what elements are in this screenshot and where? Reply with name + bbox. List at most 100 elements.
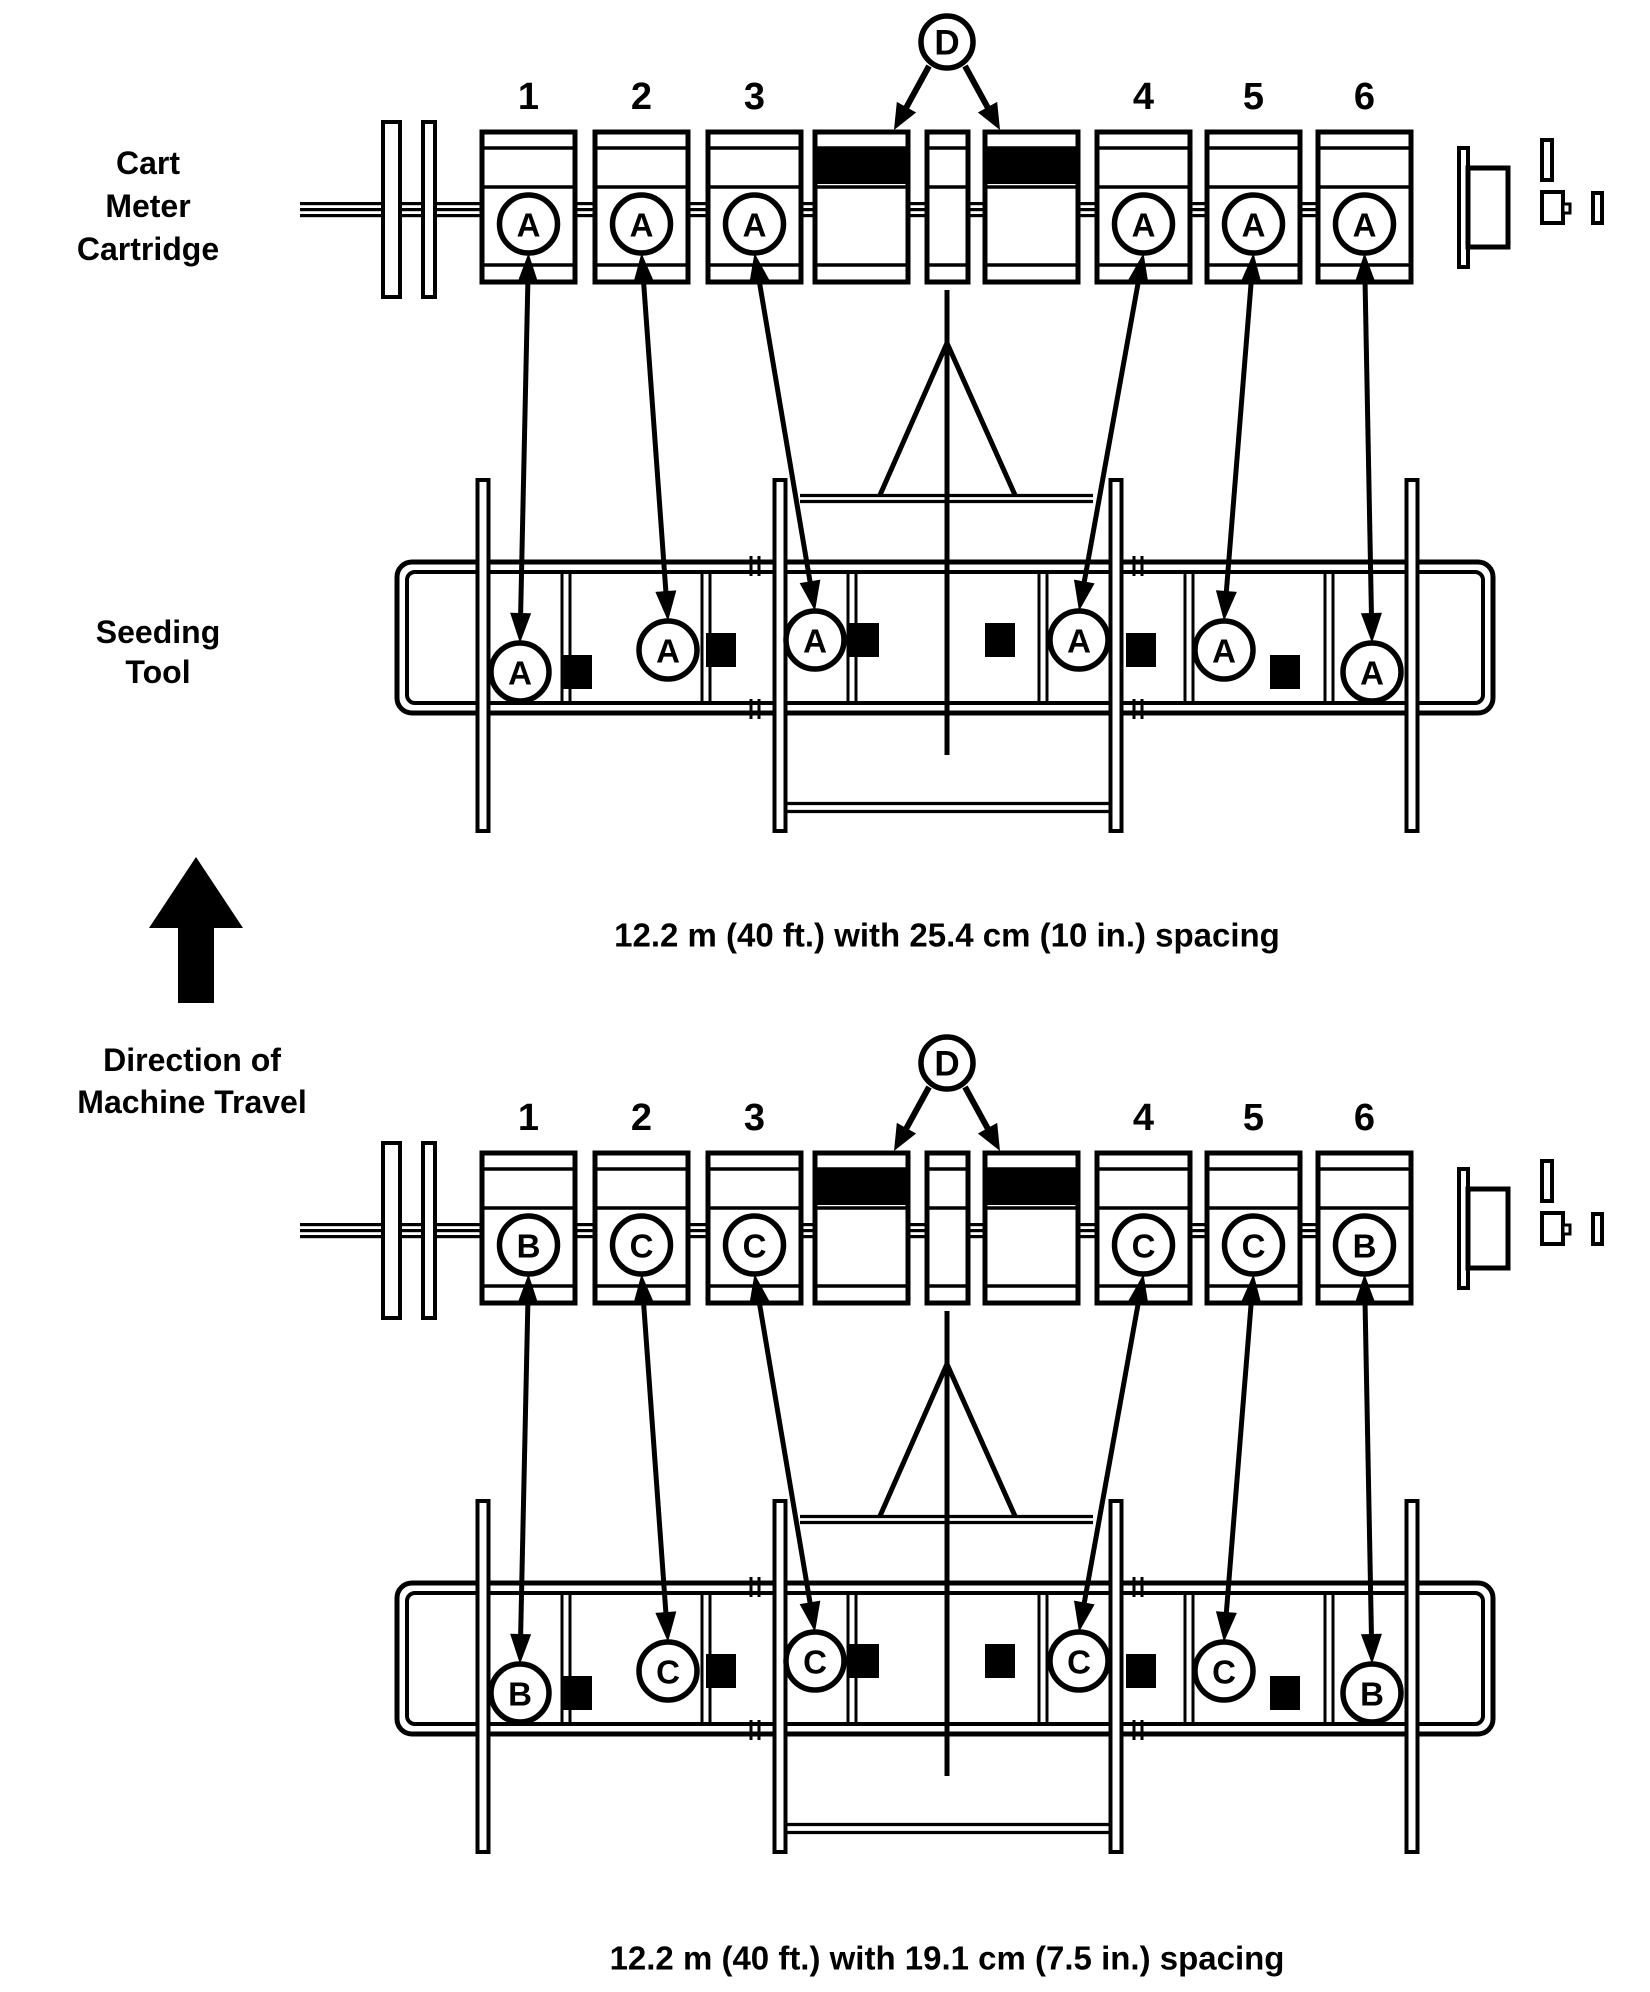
arrowhead (1215, 590, 1237, 621)
opener-letter: C (1212, 1654, 1236, 1691)
arrowhead (1354, 1274, 1376, 1305)
opener-circle (1047, 608, 1111, 672)
meter-letter: C (1132, 1228, 1156, 1265)
meter-letter: C (630, 1228, 654, 1265)
meter-cartridge-box: A6 (1315, 76, 1414, 285)
center-divider-box (924, 1150, 971, 1306)
opener-letter: B (1360, 1676, 1384, 1713)
section-number: 5 (1243, 76, 1264, 118)
section-number: 6 (1354, 1097, 1375, 1139)
seed-boot-square (985, 1644, 1015, 1678)
meter-cartridge-box: A5 (1204, 76, 1303, 285)
meter-letter: A (630, 207, 654, 244)
drive-plate (381, 120, 402, 299)
coupler-pin (1540, 1159, 1554, 1203)
arrowhead (1073, 579, 1095, 611)
seeding-tool-label: Tool (125, 654, 190, 690)
center-divider-box (924, 129, 971, 285)
wing-post (772, 478, 788, 833)
blanked-cartridge-box (812, 129, 911, 285)
opener-letter: A (1067, 623, 1091, 660)
arrowhead (799, 1600, 821, 1632)
meter-cartridge-box: C4 (1094, 1097, 1193, 1306)
cart-meter-cartridge-label: Meter (105, 188, 190, 224)
meter-cartridge-box: B6 (1315, 1097, 1414, 1306)
arrowhead (1240, 253, 1262, 284)
arrowhead (510, 1633, 532, 1664)
wing-post (475, 478, 491, 833)
blank-band (817, 1169, 906, 1205)
opener-letter: A (803, 623, 827, 660)
cartridge-box-outline (924, 129, 971, 285)
meter-cartridge-box: C5 (1204, 1097, 1303, 1306)
arrowhead (655, 590, 677, 621)
opener-letter: C (1067, 1644, 1091, 1681)
meter-letter: A (1353, 207, 1377, 244)
opener-circle (783, 1629, 847, 1693)
d-letter: D (934, 24, 959, 63)
opener-letter: A (1212, 633, 1236, 670)
opener-circle (1340, 1661, 1404, 1725)
opener: A (1192, 618, 1256, 682)
arrowhead (977, 1122, 1000, 1151)
opener-letter: A (1360, 655, 1384, 692)
wing-post (475, 1499, 491, 1854)
meter-cartridge-box: C2 (592, 1097, 691, 1306)
wing-post (1108, 1499, 1124, 1854)
drive-plate (421, 1141, 437, 1320)
d-callout: D (894, 1034, 1000, 1151)
meter-letter: C (1242, 1228, 1266, 1265)
drive-plate (381, 1141, 402, 1320)
right-end-hardware (1457, 138, 1604, 269)
seed-boot-square (706, 633, 736, 667)
opener-circle (783, 608, 847, 672)
connector-arrow (640, 1291, 670, 1625)
opener-circle (636, 1639, 700, 1703)
hitch-triangle (877, 1357, 1018, 1518)
coupler-pin (1591, 191, 1604, 225)
opener: C (783, 1629, 847, 1693)
meter-letter: A (1132, 207, 1156, 244)
section-number: 3 (744, 76, 765, 118)
seed-boot-square (706, 1654, 736, 1688)
arrowhead (977, 101, 1000, 130)
arrowhead (633, 1274, 655, 1305)
meter-cartridge-box: C3 (705, 1097, 804, 1306)
wing-post (772, 1499, 788, 1854)
seed-boot-square (849, 1644, 879, 1678)
opener-circle (1340, 640, 1404, 704)
d-callout: D (894, 13, 1000, 130)
opener: A (636, 618, 700, 682)
arrowhead (1240, 1274, 1262, 1305)
connector-arrow (755, 1291, 815, 1615)
end-bracket (1465, 1186, 1511, 1271)
seed-boot-square (849, 623, 879, 657)
direction-of-travel-label: Direction of (103, 1042, 281, 1078)
hitch-triangle (877, 336, 1018, 497)
spacing-caption: 12.2 m (40 ft.) with 25.4 cm (10 in.) sp… (614, 917, 1280, 954)
arrowhead (894, 101, 917, 130)
opener-letter: A (656, 633, 680, 670)
meter-cartridge-box: A1 (479, 76, 578, 285)
spacing-caption: 12.2 m (40 ft.) with 19.1 cm (7.5 in.) s… (610, 1940, 1285, 1977)
direction-arrow (149, 857, 243, 1003)
opener-circle (636, 618, 700, 682)
arrowhead (633, 253, 655, 284)
meter-letter: C (743, 1228, 767, 1265)
seed-boot-square (1126, 1654, 1156, 1688)
arrowhead (799, 579, 821, 611)
section-number: 2 (631, 76, 652, 118)
blank-band (987, 1169, 1076, 1205)
arrowhead (510, 612, 532, 643)
toolbar-frame-inner (405, 570, 1485, 705)
opener: B (1340, 1661, 1404, 1725)
meter-letter: A (1242, 207, 1266, 244)
toolbar-frame-outer (394, 559, 1496, 716)
opener: A (1047, 608, 1111, 672)
opener-circle (1192, 618, 1256, 682)
arrowhead (749, 253, 770, 285)
section-number: 6 (1354, 76, 1375, 118)
